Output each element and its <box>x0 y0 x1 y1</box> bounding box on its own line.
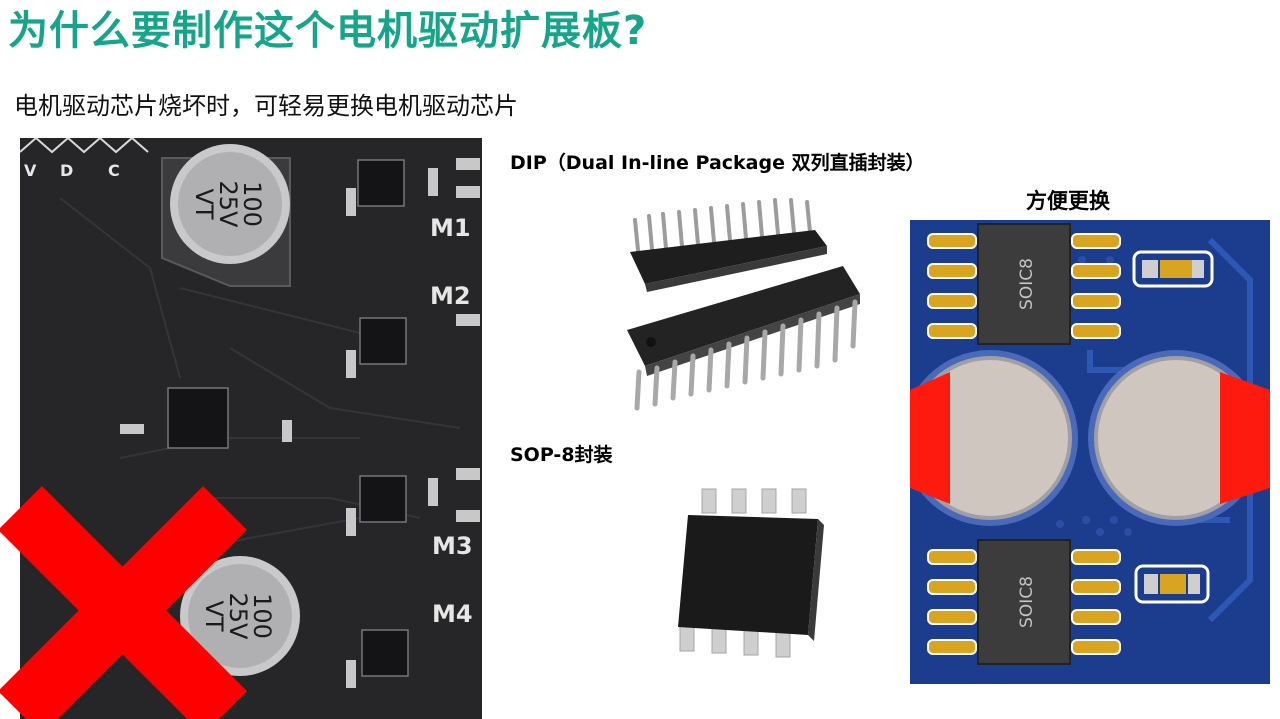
driver-chip-4 <box>361 629 409 677</box>
capacitor-top-type: VT <box>190 188 218 219</box>
cross-mark-icon <box>0 486 247 719</box>
slide-subtitle: 电机驱动芯片烧坏时，可轻易更换电机驱动芯片 <box>14 92 518 120</box>
driver-chip-3 <box>359 475 407 523</box>
slide-title: 为什么要制作这个电机驱动扩展板? <box>8 8 648 54</box>
pin-label-v: V <box>24 161 37 180</box>
dip-label: DIP（Dual In-line Package 双列直插封装） <box>510 152 925 174</box>
pcb-resistor-bottom <box>1134 564 1210 604</box>
pcb-label: 方便更换 <box>1026 189 1110 213</box>
capacitor-top-value: 100 <box>238 181 266 227</box>
sop-chip-illustration <box>678 488 824 658</box>
pcb-chip-bottom-label: SOIC8 <box>1017 576 1037 628</box>
pcb-illustration: SOIC8 SOI <box>910 220 1270 684</box>
pin-label-d: D <box>60 161 73 180</box>
motor-label-m2: M2 <box>430 282 471 310</box>
sop-chip <box>668 485 833 660</box>
capacitor-top: 100 25V VT <box>161 144 291 287</box>
board-photo-illustration: V D C 100 25V VT 100 25V VT <box>0 138 482 719</box>
driver-chip-2 <box>359 317 407 365</box>
pcb-chip-top-label: SOIC8 <box>1017 258 1037 310</box>
pcb-chip-bottom: SOIC8 <box>927 539 1121 665</box>
pcb-resistor-top <box>1132 250 1214 288</box>
motor-label-m1: M1 <box>430 214 471 242</box>
motor-label-m3: M3 <box>432 532 473 560</box>
pin-label-c: C <box>108 161 120 180</box>
capacitor-bottom-voltage: 25V <box>224 593 252 641</box>
pcb-capacitor-right <box>1088 350 1270 526</box>
capacitor-bottom-value: 100 <box>248 593 276 639</box>
capacitor-top-voltage: 25V <box>214 181 242 229</box>
pcb-capacitor-left <box>910 350 1078 526</box>
board-photo: V D C 100 25V VT 100 25V VT <box>0 138 482 719</box>
motor-label-m4: M4 <box>432 600 473 628</box>
sop-label: SOP-8封装 <box>510 444 613 466</box>
capacitor-bottom-type: VT <box>200 600 228 631</box>
pcb-chip-top: SOIC8 <box>927 223 1121 345</box>
driver-chip-1 <box>357 159 405 207</box>
capacitor-bottom: 100 25V VT <box>180 556 300 676</box>
pcb-render: SOIC8 SOI <box>910 220 1270 684</box>
dip-chips <box>605 190 890 430</box>
dip-chip-illustration <box>627 198 860 411</box>
controller-chip <box>167 387 229 449</box>
